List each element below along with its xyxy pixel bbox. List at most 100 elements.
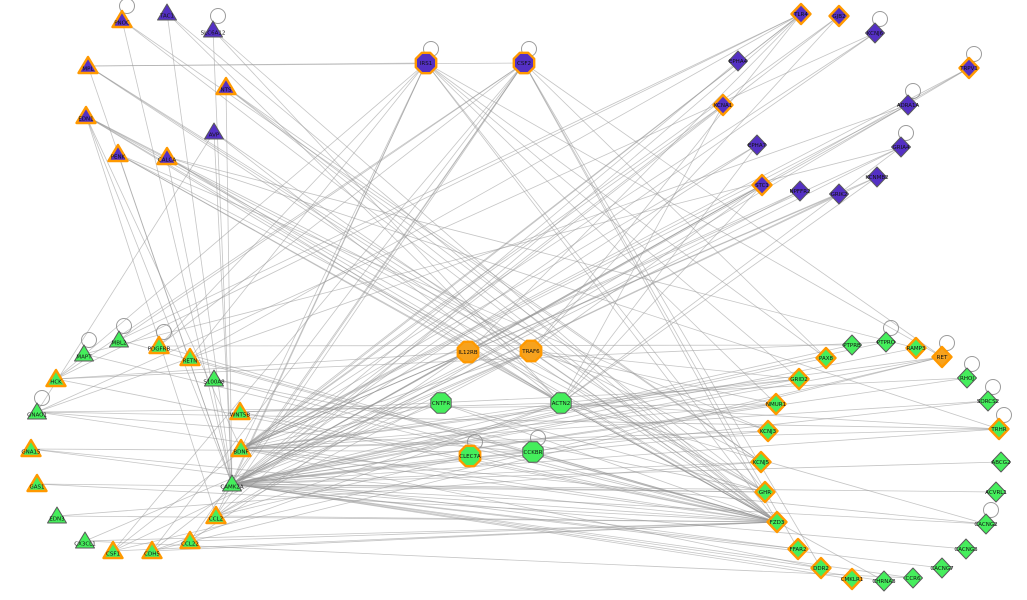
node-KCNJ5[interactable]: KCNJ5 (750, 450, 772, 474)
node-FFAR2[interactable]: FFAR2 (787, 537, 809, 561)
diamond-shape (876, 331, 896, 353)
node-ADRA1A[interactable]: ADRA1A (897, 94, 920, 116)
node-BDNF[interactable]: BDNF (230, 438, 252, 458)
node-PTPRO[interactable]: PTPRO (876, 331, 896, 353)
node-CCL2[interactable]: CCL2 (205, 505, 227, 525)
node-EPHA7[interactable]: EPHA7 (747, 134, 767, 156)
node-EPHA4[interactable]: EPHA4 (728, 50, 748, 72)
node-CX3CL1[interactable]: CX3CL1 (74, 531, 96, 549)
node-ABCG2[interactable]: ABCG2 (991, 451, 1011, 473)
triangle-shape (45, 368, 67, 388)
node-HCK[interactable]: HCK (45, 368, 67, 388)
octagon-shape (519, 339, 543, 363)
node-GRID2[interactable]: GRID2 (788, 367, 810, 391)
node-NPFFR2[interactable]: NPFFR2 (789, 180, 811, 202)
node-TRAF6[interactable]: TRAF6 (519, 339, 543, 363)
edge-CAMK2A-FZD3 (231, 483, 778, 523)
node-GNA15[interactable]: GNA15 (20, 438, 42, 458)
node-FZD3[interactable]: FZD3 (766, 510, 788, 534)
node-CAMK2A[interactable]: CAMK2A (220, 474, 244, 492)
node-STC1[interactable]: STC1 (751, 173, 773, 197)
node-GAS1[interactable]: GAS1 (26, 473, 48, 493)
node-EDN1[interactable]: EDN1 (75, 105, 97, 125)
node-CCR6[interactable]: CCR6 (903, 567, 923, 589)
node-PNOC[interactable]: PNOC (111, 9, 133, 29)
node-TLR4[interactable]: TLR4 (790, 2, 812, 26)
edge-FZD3-S100A8 (213, 378, 778, 523)
edge-BDNF-GRIK2 (240, 193, 840, 450)
node-WNT5B[interactable]: WNT5B (229, 401, 251, 421)
diamond-shape (842, 334, 862, 356)
node-KCNA1[interactable]: KCNA1 (712, 93, 734, 117)
edge-RETN-TLR4 (189, 13, 802, 359)
node-label: FFAR2 (790, 547, 807, 553)
edge-IRS1-HCK (55, 62, 427, 380)
node-MPL[interactable]: MPL (77, 55, 99, 75)
node-CMKLR1[interactable]: CMKLR1 (841, 567, 864, 591)
diamond-shape (988, 417, 1010, 441)
node-GHR[interactable]: GHR (754, 480, 776, 504)
node-label: CCL22 (181, 542, 199, 548)
node-ACTN2[interactable]: ACTN2 (550, 392, 572, 414)
node-GRIK2[interactable]: GRIK2 (829, 183, 849, 205)
node-PDGFRB[interactable]: PDGFRB (148, 335, 171, 355)
edge-CALCA-TRHR (166, 156, 1000, 430)
node-CDH5[interactable]: CDH5 (141, 540, 163, 560)
node-CACNG3[interactable]: CACNG3 (954, 538, 978, 560)
node-CACNG2[interactable]: CACNG2 (974, 513, 998, 535)
edge-EDN1-CCL2 (85, 115, 217, 517)
node-IRS1[interactable]: IRS1 (414, 51, 438, 75)
edge-CLEC7A-FZD3 (469, 455, 778, 523)
node-CHRNA3[interactable]: CHRNA3 (872, 570, 896, 592)
node-IL12RB2[interactable]: IL12RB (456, 340, 480, 364)
node-CALCA[interactable]: CALCA (156, 146, 178, 166)
node-GJB2[interactable]: GJB2 (828, 4, 850, 28)
node-KCNJ3[interactable]: KCNJ3 (757, 419, 779, 443)
node-EDN3[interactable]: EDN3 (47, 506, 67, 524)
node-label: EPHA7 (748, 143, 767, 149)
node-S100A8[interactable]: S100A8 (203, 369, 225, 387)
node-KCNMB2[interactable]: KCNMB2 (865, 166, 889, 188)
node-SORCS2[interactable]: SORCS2 (977, 390, 999, 412)
node-CSF2[interactable]: CSF2 (512, 51, 536, 75)
node-ACVRL1[interactable]: ACVRL1 (985, 481, 1007, 503)
node-AVP[interactable]: AVP (204, 122, 224, 140)
node-CLEC7A[interactable]: CLEC7A (458, 444, 482, 468)
node-CNTFR[interactable]: CNTFR (430, 392, 452, 414)
edge-CAMK2A-KCNJ5 (231, 461, 762, 485)
node-PENK[interactable]: PENK (107, 143, 129, 163)
edge-CALCA-FZD3 (166, 156, 778, 523)
edge-FZD3-GNA15 (30, 448, 778, 523)
node-PAX8[interactable]: PAX8 (815, 346, 837, 370)
node-PTPRB[interactable]: PTPRB (842, 334, 862, 356)
node-GNAO1[interactable]: GNAO1 (27, 402, 47, 420)
node-CSF1[interactable]: CSF1 (102, 540, 124, 560)
edge-BDNF-STC1 (240, 184, 763, 450)
node-GRIA4[interactable]: GRIA4 (891, 136, 911, 158)
edge-CSF2-CDH5 (151, 62, 525, 552)
node-RAMP3[interactable]: RAMP3 (905, 336, 927, 360)
node-NMUR1[interactable]: NMUR1 (765, 392, 787, 416)
diamond-shape (815, 346, 837, 370)
node-NTS[interactable]: NTS (215, 76, 237, 96)
node-MAPT[interactable]: MAPT (74, 344, 94, 362)
node-TRHR[interactable]: TRHR (988, 417, 1010, 441)
node-MBL2[interactable]: MBL2 (109, 330, 129, 348)
node-label: GHR (759, 490, 771, 496)
edge-BDNF-FZD3 (240, 448, 778, 523)
node-KCNJ6[interactable]: KCNJ6 (865, 22, 885, 44)
node-DDR2[interactable]: DDR2 (810, 556, 832, 580)
node-RET[interactable]: RET (931, 345, 953, 369)
node-RETN[interactable]: RETN (179, 347, 201, 367)
node-CACNG7[interactable]: CACNG7 (930, 557, 954, 579)
node-CCKBR[interactable]: CCKBR (522, 441, 544, 463)
node-RHOJ[interactable]: RHOJ (957, 367, 977, 389)
node-CCL22[interactable]: CCL22 (179, 530, 201, 550)
node-SLC6A12[interactable]: SLC6A12 (201, 20, 226, 38)
edge-IRS1-RET (425, 62, 943, 358)
node-TRPV1[interactable]: TRPV1 (958, 56, 980, 80)
node-label: CX3CL1 (74, 542, 96, 548)
node-TAC1[interactable]: TAC1 (157, 3, 177, 21)
